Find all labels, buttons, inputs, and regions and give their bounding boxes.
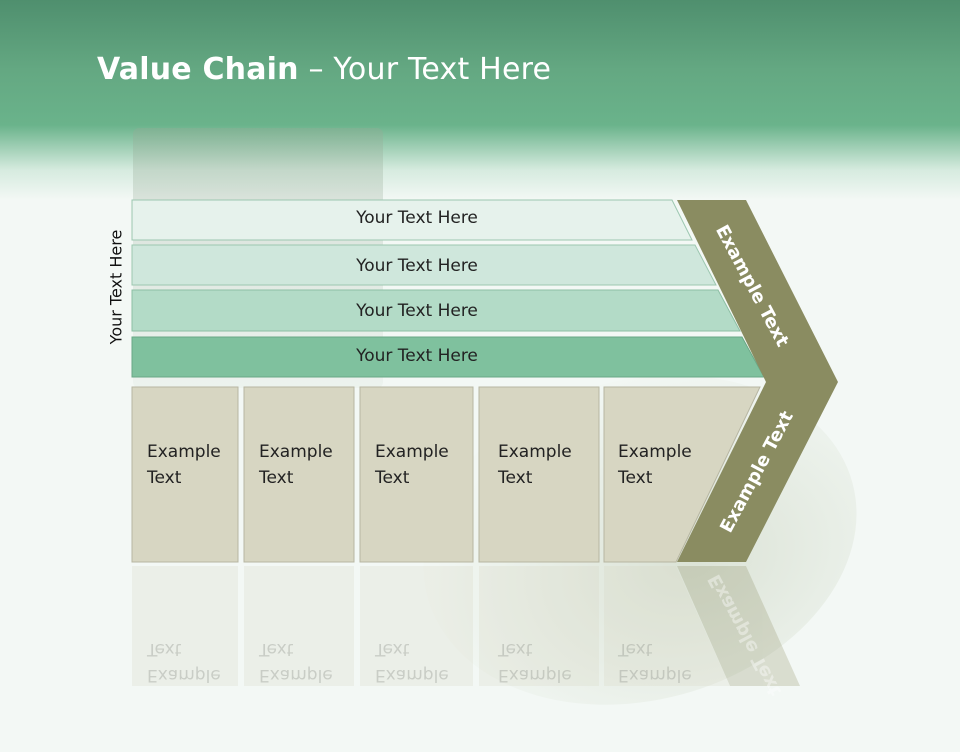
box-4-line-1: Example (498, 442, 572, 462)
row-3-shape (131, 289, 741, 332)
box-4-shape (478, 386, 600, 563)
row-1-shape (131, 199, 693, 241)
box-2-reflection-line-1: Example (259, 665, 333, 685)
box-1-line-1: Example (147, 442, 221, 462)
box-2-reflection-text: Example Text (259, 636, 333, 688)
box-2-reflection-line-2: Text (259, 639, 294, 659)
box-4-text: Example Text (498, 439, 598, 491)
box-3-line-2: Text (375, 468, 410, 488)
box-5-shape (603, 386, 761, 563)
box-4-reflection-line-2: Text (498, 639, 533, 659)
box-4-line-2: Text (498, 468, 533, 488)
box-1-text: Example Text (147, 439, 247, 491)
box-1-reflection-text: Example Text (147, 636, 221, 688)
box-1-line-2: Text (147, 468, 182, 488)
row-4-label: Your Text Here (356, 346, 478, 366)
box-5-line-1: Example (618, 442, 692, 462)
chevron-reflection (677, 566, 800, 686)
box-5-reflection-line-1: Example (618, 665, 692, 685)
value-chain-diagram (131, 199, 838, 686)
box-1-reflection (132, 566, 238, 686)
box-3-text: Example Text (375, 439, 475, 491)
chevron-shape (677, 200, 838, 562)
slide-title-bold: Value Chain (97, 52, 299, 87)
box-3-reflection (360, 566, 473, 686)
row-1-label: Your Text Here (356, 208, 478, 228)
row-2-shape (131, 244, 717, 286)
slide-title: Value Chain – Your Text Here (97, 52, 551, 87)
row-2-label: Your Text Here (356, 256, 478, 276)
box-2-text: Example Text (259, 439, 359, 491)
box-5-line-2: Text (618, 468, 653, 488)
box-4-reflection-text: Example Text (498, 636, 572, 688)
box-3-shape (359, 386, 474, 563)
box-4-reflection (479, 566, 599, 686)
box-2-reflection (244, 566, 354, 686)
box-5-reflection (604, 566, 730, 686)
box-1-reflection-line-1: Example (147, 665, 221, 685)
box-3-line-1: Example (375, 442, 449, 462)
box-5-reflection-text: Example Text (618, 636, 692, 688)
box-2-line-2: Text (259, 468, 294, 488)
box-2-shape (243, 386, 355, 563)
box-1-reflection-line-2: Text (147, 639, 182, 659)
reflection-group (132, 566, 800, 686)
box-3-reflection-line-1: Example (375, 665, 449, 685)
box-4-reflection-line-1: Example (498, 665, 572, 685)
box-1-shape (131, 386, 239, 563)
box-5-text: Example Text (618, 439, 718, 491)
box-2-line-1: Example (259, 442, 333, 462)
box-3-reflection-text: Example Text (375, 636, 449, 688)
box-3-reflection-line-2: Text (375, 639, 410, 659)
slide-title-rest: – Your Text Here (298, 52, 552, 87)
row-3-label: Your Text Here (356, 301, 478, 321)
box-5-reflection-line-2: Text (618, 639, 653, 659)
header-band (0, 0, 960, 200)
